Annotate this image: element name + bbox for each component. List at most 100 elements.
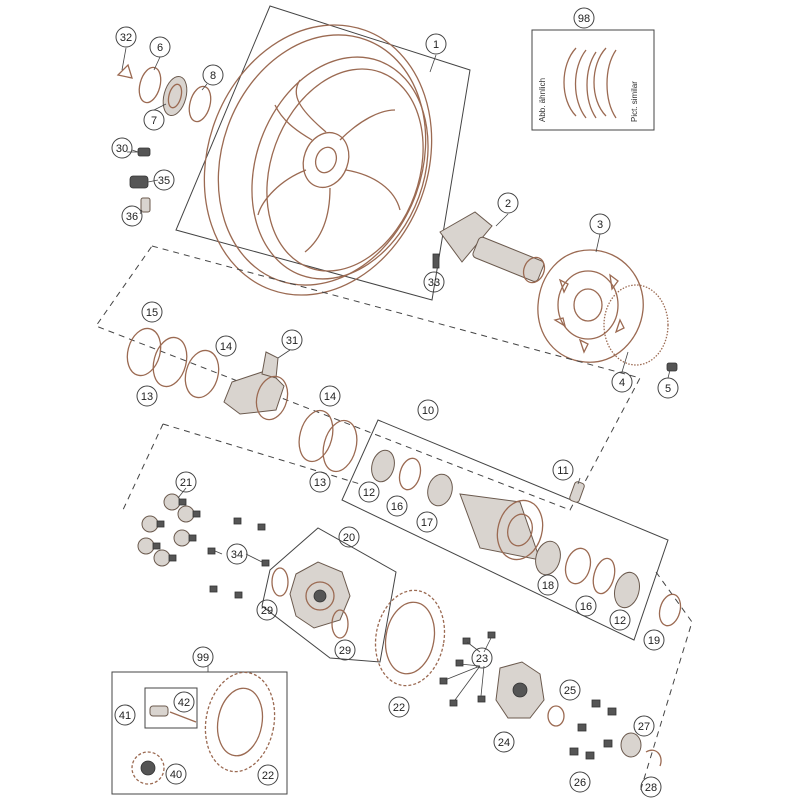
callout-11: 11 bbox=[552, 459, 574, 481]
callout-6: 6 bbox=[149, 36, 171, 58]
callout-24: 24 bbox=[493, 731, 515, 753]
part-6-ring bbox=[138, 66, 162, 104]
callout-23: 23 bbox=[471, 647, 493, 669]
part-17-bearing bbox=[427, 473, 453, 507]
part-18-bearing bbox=[535, 540, 561, 576]
callout-8: 8 bbox=[202, 64, 224, 86]
callout-label-17: 17 bbox=[421, 517, 433, 529]
callout-22b: 22 bbox=[257, 764, 279, 786]
callout-label-14b: 14 bbox=[324, 391, 336, 403]
callout-16a: 16 bbox=[386, 495, 408, 517]
callout-label-6: 6 bbox=[157, 42, 163, 54]
callout-18: 18 bbox=[537, 574, 559, 596]
callout-label-28: 28 bbox=[645, 782, 657, 794]
callout-label-42: 42 bbox=[178, 697, 190, 709]
callout-16b: 16 bbox=[575, 595, 597, 617]
part-14-ring-a bbox=[184, 349, 220, 399]
part-12-ring-a bbox=[371, 449, 395, 483]
callout-label-12b: 12 bbox=[614, 615, 626, 627]
callout-13a: 13 bbox=[136, 385, 158, 407]
callout-label-13b: 13 bbox=[314, 477, 326, 489]
part-22-kit-sprocket bbox=[204, 671, 276, 773]
part-22-sprocket bbox=[374, 589, 446, 687]
callout-label-12a: 12 bbox=[363, 487, 375, 499]
callout-label-22b: 22 bbox=[262, 770, 274, 782]
callout-29a: 29 bbox=[256, 599, 278, 621]
callout-98: 98 bbox=[573, 7, 595, 29]
callout-label-18: 18 bbox=[542, 580, 554, 592]
part-10-hub-body bbox=[459, 493, 544, 561]
callout-14b: 14 bbox=[319, 385, 341, 407]
part-29-ring-a bbox=[271, 567, 289, 597]
callout-label-24: 24 bbox=[498, 737, 510, 749]
callout-label-22a: 22 bbox=[393, 702, 405, 714]
callout-label-20: 20 bbox=[343, 532, 355, 544]
callout-label-5: 5 bbox=[665, 383, 671, 395]
callout-label-30: 30 bbox=[116, 143, 128, 155]
callout-41: 41 bbox=[114, 704, 136, 726]
part-19-spacer bbox=[658, 593, 682, 627]
callout-label-99: 99 bbox=[197, 652, 209, 664]
callout-40: 40 bbox=[165, 763, 187, 785]
part-35-sensor bbox=[129, 175, 149, 189]
kit-99-frame bbox=[111, 671, 288, 795]
callout-17: 17 bbox=[416, 511, 438, 533]
part-33-bolt bbox=[432, 253, 440, 269]
carrier-dash-frame bbox=[121, 423, 693, 793]
callout-label-27: 27 bbox=[638, 721, 650, 733]
callout-label-14a: 14 bbox=[220, 341, 232, 353]
part-42-chain bbox=[149, 705, 197, 723]
callout-21: 21 bbox=[175, 471, 197, 493]
inset-right-label: Pict. similar bbox=[630, 81, 639, 122]
callout-label-34: 34 bbox=[231, 549, 243, 561]
part-29-ring-b bbox=[331, 609, 349, 639]
wheel-frame bbox=[175, 5, 471, 301]
callout-label-11: 11 bbox=[557, 465, 568, 477]
callout-label-41: 41 bbox=[119, 710, 131, 722]
part-5-bolt bbox=[666, 362, 678, 372]
callout-12a: 12 bbox=[358, 481, 380, 503]
callout-label-29b: 29 bbox=[339, 645, 351, 657]
callout-4: 4 bbox=[611, 371, 633, 393]
part-32-clip bbox=[116, 63, 133, 79]
callout-label-16a: 16 bbox=[391, 501, 403, 513]
callout-label-33: 33 bbox=[428, 277, 440, 289]
callout-3: 3 bbox=[589, 213, 611, 235]
callout-29b: 29 bbox=[334, 639, 356, 661]
callout-label-13a: 13 bbox=[141, 391, 153, 403]
callout-label-40: 40 bbox=[170, 769, 182, 781]
callout-label-25: 25 bbox=[564, 685, 576, 697]
callout-30: 30 bbox=[111, 137, 133, 159]
callout-33: 33 bbox=[423, 271, 445, 293]
part-23-nuts bbox=[439, 631, 496, 707]
part-36-cap bbox=[140, 197, 151, 213]
part-8-spacer bbox=[188, 85, 212, 123]
callout-label-26: 26 bbox=[574, 777, 586, 789]
callout-20: 20 bbox=[338, 526, 360, 548]
part-13-ring-a bbox=[152, 336, 188, 388]
rim-wheel bbox=[203, 24, 433, 296]
callout-31: 31 bbox=[281, 329, 303, 351]
part-7-bearing bbox=[162, 75, 188, 117]
callout-13b: 13 bbox=[309, 471, 331, 493]
callout-label-21: 21 bbox=[180, 477, 192, 489]
callout-label-36: 36 bbox=[126, 211, 138, 223]
callout-7: 7 bbox=[143, 109, 165, 131]
callout-label-3: 3 bbox=[597, 219, 603, 231]
part-4-abs-ring bbox=[603, 284, 669, 366]
carrier-frame bbox=[261, 527, 397, 663]
part-25-washer bbox=[547, 705, 565, 727]
callout-14a: 14 bbox=[215, 335, 237, 357]
part-3-brake-disc bbox=[537, 249, 644, 363]
callout-label-7: 7 bbox=[151, 115, 157, 127]
part-21-dampers bbox=[137, 493, 201, 567]
callout-label-4: 4 bbox=[619, 377, 625, 389]
part-24-flange bbox=[495, 661, 545, 719]
part-31-sprocket-carrier-holder bbox=[223, 351, 289, 421]
callout-label-23: 23 bbox=[476, 653, 488, 665]
part-26-nuts bbox=[569, 699, 617, 760]
callout-2: 2 bbox=[497, 192, 519, 214]
callout-34: 34 bbox=[226, 543, 248, 565]
